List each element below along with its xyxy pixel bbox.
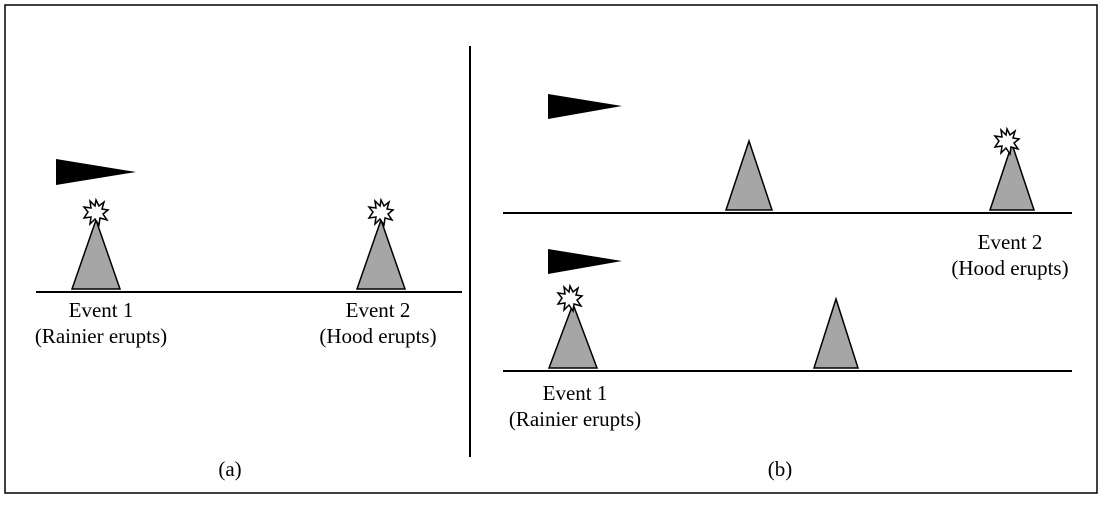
event1-desc: (Rainier erupts) [34,324,168,348]
flag-icon [548,249,622,274]
event2-label: Event 2 (Hood erupts) [298,297,458,349]
caption-a-text: (a) [218,457,242,481]
eruption-burst-icon [368,199,394,226]
volcano-icon [812,296,860,369]
event2-name: Event 2 [977,230,1043,254]
event2-name: Event 2 [345,298,411,322]
eruption-burst-icon [83,199,109,226]
volcano-icon [547,301,599,369]
event1-name: Event 1 [68,298,134,322]
event2-desc: (Hood erupts) [951,256,1069,280]
event1-desc: (Rainier erupts) [508,407,642,431]
volcano-icon [988,141,1036,211]
eruption-burst-icon [994,128,1020,155]
event1-label: Event 1 (Rainier erupts) [480,380,670,432]
event1-name: Event 1 [542,381,608,405]
panel-b [503,94,1072,372]
volcano-icon [355,217,407,290]
volcano-icon [724,138,774,211]
event1-label: Event 1 (Rainier erupts) [6,297,196,349]
flag-icon [56,159,136,185]
flag-icon [548,94,622,119]
eruption-burst-icon [557,285,583,312]
event2-desc: (Hood erupts) [319,324,437,348]
volcano-icon [70,217,122,290]
caption-b-text: (b) [767,457,793,481]
event2-label: Event 2 (Hood erupts) [930,229,1090,281]
caption-a: (a) [200,456,260,482]
caption-b: (b) [750,456,810,482]
figure-frame [4,4,1098,494]
panel-a [36,159,462,293]
